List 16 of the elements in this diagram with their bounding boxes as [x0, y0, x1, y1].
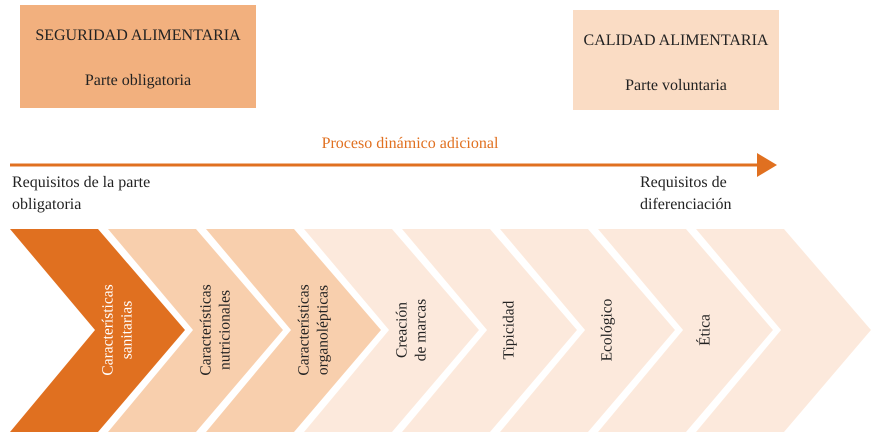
stage-label: Ecológico — [598, 298, 617, 364]
stage-label: Características organolépticas — [295, 283, 332, 378]
box-heading: SEGURIDAD ALIMENTARIA — [34, 27, 242, 45]
stage-label: Características nutricionales — [197, 283, 234, 378]
category-box — [20, 5, 256, 108]
category-box — [573, 10, 779, 110]
stage-label: Creación de marcas — [393, 298, 430, 364]
stage-label: Ética — [696, 313, 715, 348]
stage-label: Características sanitarias — [99, 283, 136, 378]
box-subtitle: Parte obligatoria — [84, 72, 192, 90]
requirement-note: Requisitos de la parte obligatoria — [12, 173, 152, 215]
arrow-label: Proceso dinámico adicional — [320, 134, 500, 154]
box-heading: CALIDAD ALIMENTARIA — [582, 32, 770, 50]
box-subtitle: Parte voluntaria — [624, 77, 728, 95]
stage-label: Tipicidad — [500, 300, 519, 362]
requirement-note: Requisitos de diferenciación — [640, 173, 732, 215]
